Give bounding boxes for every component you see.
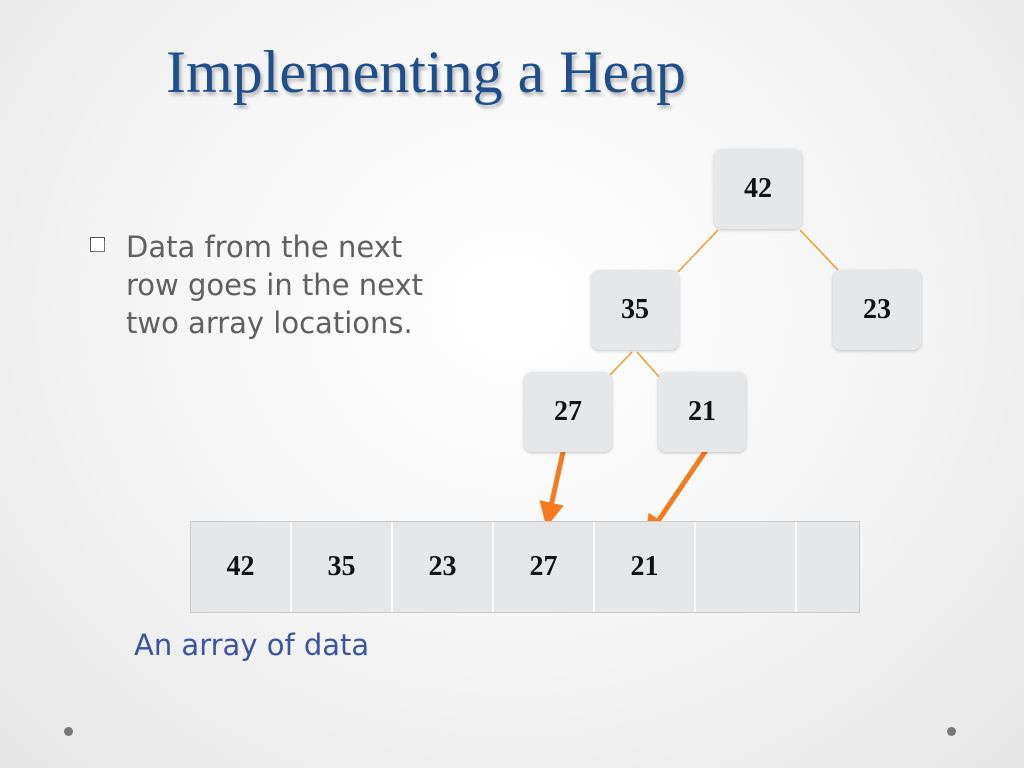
array-cell-0: 42 — [191, 522, 292, 612]
tree-node-left-left: 27 — [524, 372, 612, 452]
bullet-text: Data from the next row goes in the next … — [126, 230, 423, 340]
tree-edge-root-left — [677, 229, 719, 273]
slide-dot-right — [947, 727, 956, 736]
array-cell-2: 23 — [393, 522, 494, 612]
slide-title: Implementing a Heap — [166, 39, 686, 105]
checkbox-bullet-icon — [90, 237, 105, 252]
tree-edge-root-right — [799, 229, 839, 271]
tree-node-left: 35 — [591, 270, 679, 350]
tree-edge-left-leftleft — [609, 351, 633, 376]
array-cell-6 — [797, 522, 859, 612]
array-cell-5 — [696, 522, 797, 612]
tree-node-right: 23 — [833, 270, 921, 350]
slide-dot-left — [64, 727, 73, 736]
tree-node-left-right: 21 — [658, 372, 746, 452]
array-cell-1: 35 — [292, 522, 393, 612]
heap-array: 42 35 23 27 21 — [190, 521, 860, 613]
tree-edge-left-leftright — [636, 351, 661, 379]
array-caption: An array of data — [134, 628, 370, 662]
array-cell-4: 21 — [595, 522, 696, 612]
array-cell-3: 27 — [494, 522, 595, 612]
arrow-21-to-array — [644, 438, 716, 541]
tree-node-root: 42 — [714, 149, 802, 229]
